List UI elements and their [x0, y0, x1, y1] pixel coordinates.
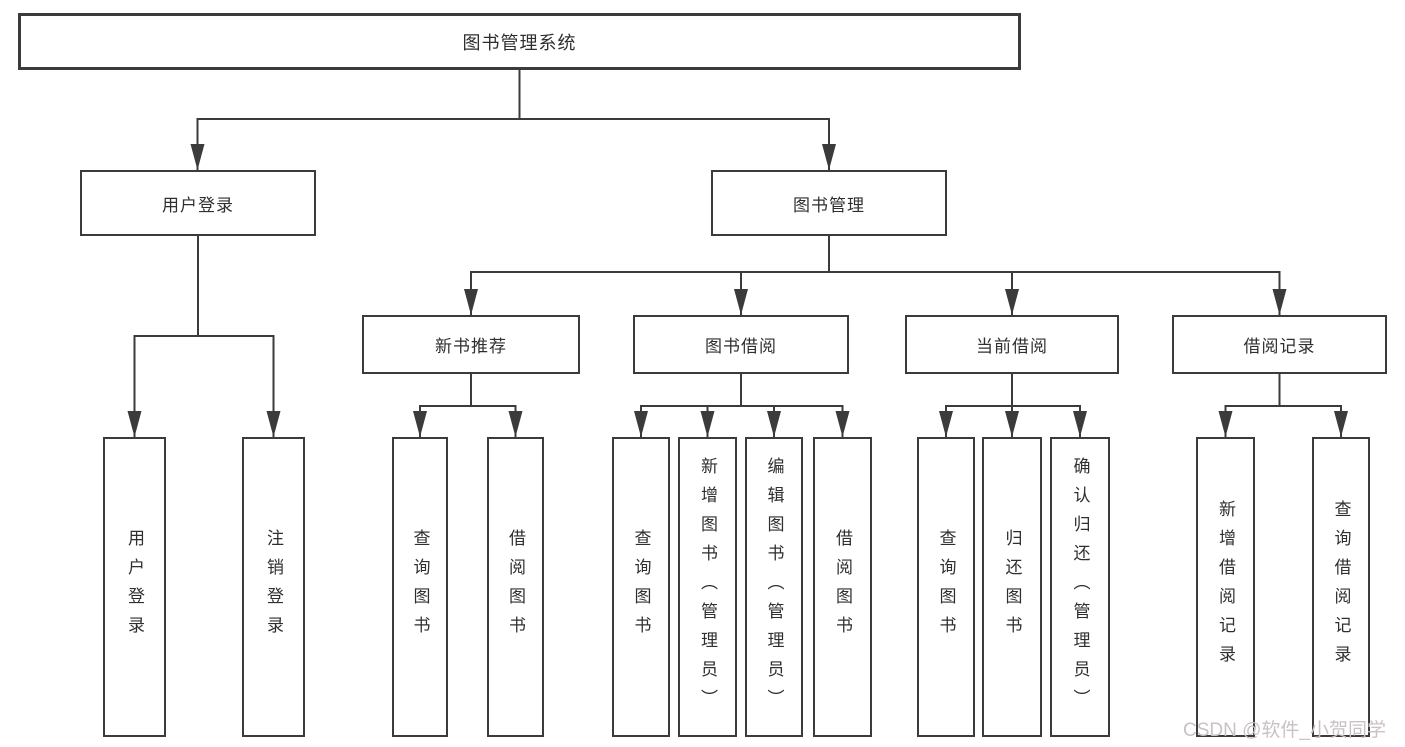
node-book-borrowing: 图书借阅 [633, 315, 849, 374]
node-new-book-recommendation: 新书推荐 [362, 315, 580, 374]
node-label: 查询图书 [631, 529, 651, 645]
node-current-borrowing: 当前借阅 [905, 315, 1119, 374]
csdn-watermark: CSDN @软件_小贺同学 [1183, 720, 1386, 741]
node-user-login: 用户登录 [80, 170, 316, 236]
node-label: 借阅图书 [506, 529, 525, 645]
node-label: 新增图书（管理员） [698, 456, 717, 718]
node-label: 注销登录 [264, 529, 283, 645]
node-add-borrow-record: 新增借阅记录 [1196, 437, 1255, 737]
node-label: 确认归还（管理员） [1070, 456, 1090, 718]
node-label: 归还图书 [1002, 529, 1022, 645]
node-label: 查询图书 [936, 529, 956, 645]
node-borrow-books: 借阅图书 [813, 437, 872, 737]
node-logout: 注销登录 [242, 437, 305, 737]
node-confirm-return-admin: 确认归还（管理员） [1050, 437, 1110, 737]
node-label: 新增借阅记录 [1216, 500, 1235, 674]
node-query-borrow-record: 查询借阅记录 [1312, 437, 1370, 737]
node-label: 借阅图书 [833, 529, 852, 645]
node-label: 用户登录 [125, 529, 144, 645]
node-label: 编辑图书（管理员） [764, 456, 784, 718]
node-query-books-recommend: 查询图书 [392, 437, 448, 737]
node-label: 查询借阅记录 [1331, 500, 1351, 674]
node-return-books: 归还图书 [982, 437, 1042, 737]
node-library-management-system: 图书管理系统 [18, 13, 1021, 70]
node-label: 查询图书 [410, 529, 430, 645]
node-edit-book-admin: 编辑图书（管理员） [745, 437, 803, 737]
node-borrow-books-recommend: 借阅图书 [487, 437, 544, 737]
node-borrowing-records: 借阅记录 [1172, 315, 1387, 374]
node-query-books-borrowing: 查询图书 [612, 437, 670, 737]
node-query-books-current: 查询图书 [917, 437, 975, 737]
node-book-management: 图书管理 [711, 170, 947, 236]
node-user-login-action: 用户登录 [103, 437, 166, 737]
node-add-book-admin: 新增图书（管理员） [678, 437, 737, 737]
